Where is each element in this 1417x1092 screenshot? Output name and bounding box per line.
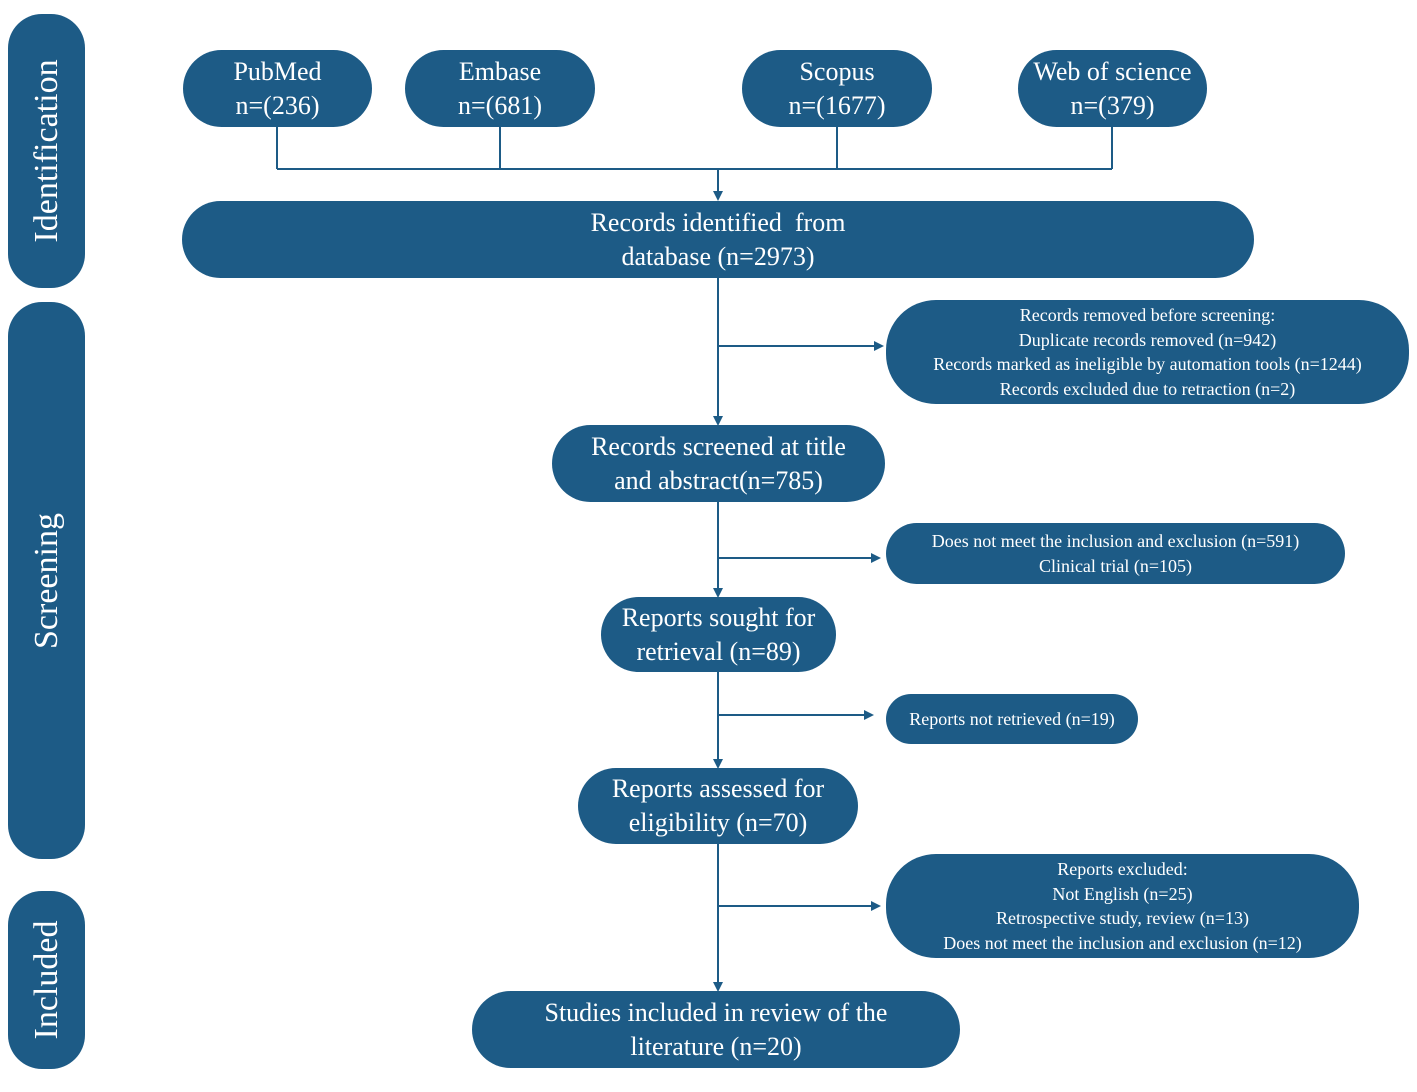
reports-excluded-title: Reports excluded: — [1057, 859, 1188, 879]
screen-excluded-criteria: Does not meet the inclusion and exclusio… — [931, 531, 1300, 551]
screen-excluded-clinical-trial: Clinical trial (n=105) — [1038, 555, 1193, 576]
phase-identification-label: Identification — [27, 59, 65, 243]
reports-sought-box: Reports sought for retrieval (n=89) — [601, 597, 836, 672]
source-count: n=(681) — [458, 90, 542, 120]
source-pubmed: PubMed n=(236) — [183, 50, 372, 127]
phase-included-label: Included — [27, 920, 65, 1040]
source-scopus: Scopus n=(1677) — [742, 50, 932, 127]
assessed-line1: Reports assessed for — [611, 774, 825, 803]
screened-line1: Records screened at title — [591, 431, 846, 461]
records-identified-box: Records identified from database (n=2973… — [182, 201, 1254, 278]
source-web-of-science: Web of science n=(379) — [1018, 50, 1207, 127]
source-count: n=(1677) — [788, 90, 886, 120]
included-line1: Studies included in review of the — [544, 997, 888, 1027]
removed-before-screening-box: Records removed before screening: Duplic… — [886, 300, 1409, 404]
phase-screening: Screening — [8, 302, 85, 859]
source-embase: Embase n=(681) — [405, 50, 595, 127]
phase-identification: Identification — [8, 14, 85, 288]
screen-excluded-box: Does not meet the inclusion and exclusio… — [886, 523, 1345, 584]
removed-title: Records removed before screening: — [1019, 305, 1276, 325]
reports-excluded-box: Reports excluded: Not English (n=25) Ret… — [886, 854, 1359, 958]
reports-assessed-box: Reports assessed for eligibility (n=70) — [578, 768, 858, 844]
removed-automation: Records marked as ineligible by automati… — [933, 354, 1362, 374]
removed-retraction: Records excluded due to retraction (n=2) — [999, 378, 1296, 399]
included-line2: literature (n=20) — [630, 1031, 802, 1061]
not-retrieved-text: Reports not retrieved (n=19) — [909, 708, 1115, 729]
source-count: n=(379) — [1070, 90, 1155, 120]
source-name: Web of science — [1033, 56, 1192, 86]
reports-excluded-not-english: Not English (n=25) — [1052, 883, 1193, 904]
source-count: n=(236) — [235, 90, 320, 120]
phase-included: Included — [8, 891, 85, 1069]
phase-screening-label: Screening — [27, 512, 65, 649]
studies-included-box: Studies included in review of the litera… — [472, 991, 960, 1068]
assessed-line2: eligibility (n=70) — [628, 808, 808, 837]
sought-line1: Reports sought for — [621, 602, 816, 632]
reports-excluded-retrospective: Retrospective study, review (n=13) — [996, 908, 1249, 928]
screened-line2: and abstract(n=785) — [614, 465, 823, 495]
source-name: Embase — [458, 56, 542, 86]
records-screened-box: Records screened at title and abstract(n… — [552, 425, 885, 502]
sought-line2: retrieval (n=89) — [636, 636, 801, 666]
records-identified-line2: database (n=2973) — [621, 241, 815, 271]
removed-duplicates: Duplicate records removed (n=942) — [1018, 329, 1277, 350]
source-name: PubMed — [233, 56, 322, 86]
source-name: Scopus — [799, 56, 875, 86]
not-retrieved-box: Reports not retrieved (n=19) — [886, 694, 1138, 744]
records-identified-line1: Records identified from — [590, 207, 846, 237]
reports-excluded-criteria: Does not meet the inclusion and exclusio… — [943, 932, 1302, 953]
